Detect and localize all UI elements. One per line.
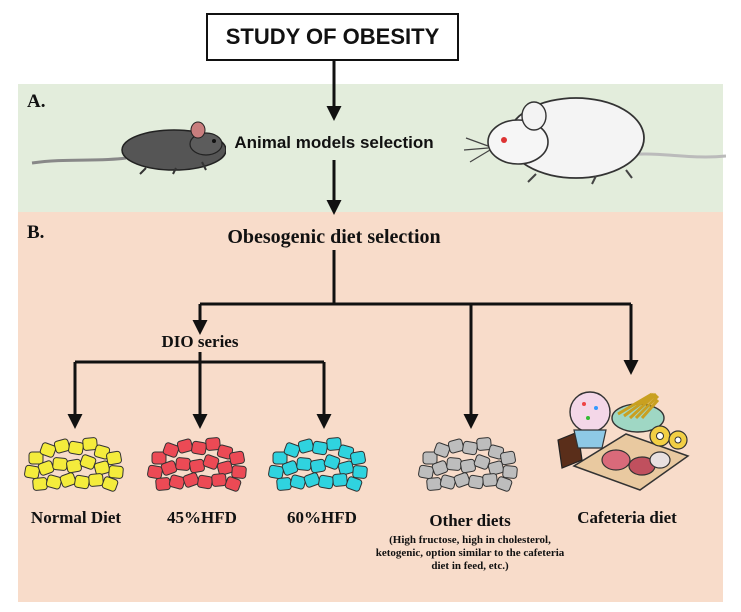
rat-illustration <box>463 97 726 185</box>
pellet <box>74 474 90 490</box>
pellet <box>32 477 48 491</box>
pellet <box>352 465 368 479</box>
pellet <box>310 458 326 474</box>
pellet <box>66 458 82 474</box>
pellet <box>88 473 104 487</box>
pellet <box>224 476 242 492</box>
animal-models-selection-label: Animal models selection <box>230 133 438 153</box>
obesogenic-diet-selection-label: Obesogenic diet selection <box>227 226 441 248</box>
pellet <box>433 442 451 458</box>
pellet <box>297 438 315 454</box>
pellet <box>24 464 40 480</box>
60hfd-label: 60%HFD <box>287 508 357 527</box>
pellet <box>229 450 245 466</box>
pellet <box>216 460 234 476</box>
pellet <box>312 440 328 456</box>
pellet <box>231 465 247 479</box>
pellet <box>175 457 191 471</box>
45hfd-label: 45%HFD <box>167 508 237 527</box>
pellet <box>168 474 186 490</box>
pellet <box>337 460 355 476</box>
pellet <box>101 476 119 492</box>
pellet <box>303 472 321 488</box>
pellet <box>79 454 97 470</box>
45hfd-pellets <box>147 437 247 492</box>
pellet <box>323 454 341 470</box>
pellet <box>468 474 484 490</box>
title-box: STUDY OF OBESITY <box>206 13 459 61</box>
pellet <box>39 442 57 458</box>
pellet <box>289 474 307 490</box>
pellet <box>453 472 471 488</box>
pellet <box>276 477 292 491</box>
pellet <box>495 476 513 492</box>
pellet <box>422 451 438 465</box>
pellet <box>318 474 334 490</box>
pellet <box>53 438 71 454</box>
pellet <box>191 440 207 456</box>
pellet <box>68 440 84 456</box>
pellet <box>52 457 68 471</box>
pellet <box>268 464 284 480</box>
pellet <box>182 472 200 488</box>
pellet <box>476 437 492 451</box>
pellet <box>462 440 478 456</box>
cafeteria-food-illustration <box>557 391 690 491</box>
pellet <box>147 464 163 480</box>
pellet <box>350 450 366 466</box>
pellet <box>447 438 465 454</box>
pellet <box>326 437 342 451</box>
pellet <box>345 476 363 492</box>
pellet <box>426 477 442 491</box>
pellet <box>108 465 124 479</box>
pellet <box>473 454 491 470</box>
pellet <box>446 457 462 471</box>
pellet <box>211 473 227 487</box>
pellet <box>155 477 171 491</box>
pellet <box>500 450 516 466</box>
pellet <box>93 460 111 476</box>
pellet <box>418 464 434 480</box>
pellet <box>296 457 312 471</box>
pellet <box>439 474 457 490</box>
pellet <box>151 451 167 465</box>
pellet <box>283 442 301 458</box>
pellet <box>460 458 476 474</box>
pellet <box>482 473 498 487</box>
normal-diet-pellets <box>24 437 124 492</box>
pellet <box>59 472 77 488</box>
pellet <box>176 438 194 454</box>
pellet <box>162 442 180 458</box>
pellet <box>28 451 44 465</box>
pellet <box>45 474 63 490</box>
pellet <box>189 458 205 474</box>
dio-series-label: DIO series <box>161 332 239 351</box>
normal-diet-label: Normal Diet <box>30 508 122 527</box>
pellet <box>272 451 288 465</box>
pellet <box>197 474 213 490</box>
pellet <box>205 437 221 451</box>
other-diets-note: (High fructose, high in cholesterol, ket… <box>375 534 565 572</box>
mouse-illustration <box>31 121 226 175</box>
pellet <box>332 473 348 487</box>
pellet <box>502 465 518 479</box>
pellet <box>202 454 220 470</box>
section-b-label: B. <box>27 222 45 243</box>
60hfd-pellets <box>268 437 368 492</box>
pellet <box>82 437 98 451</box>
cafeteria-diet-label: Cafeteria diet <box>577 508 677 527</box>
other-diets-pellets <box>418 437 518 492</box>
pellet <box>106 450 122 466</box>
section-a-label: A. <box>27 91 46 112</box>
pellet <box>487 460 505 476</box>
other-diets-label: Other diets <box>429 511 511 530</box>
